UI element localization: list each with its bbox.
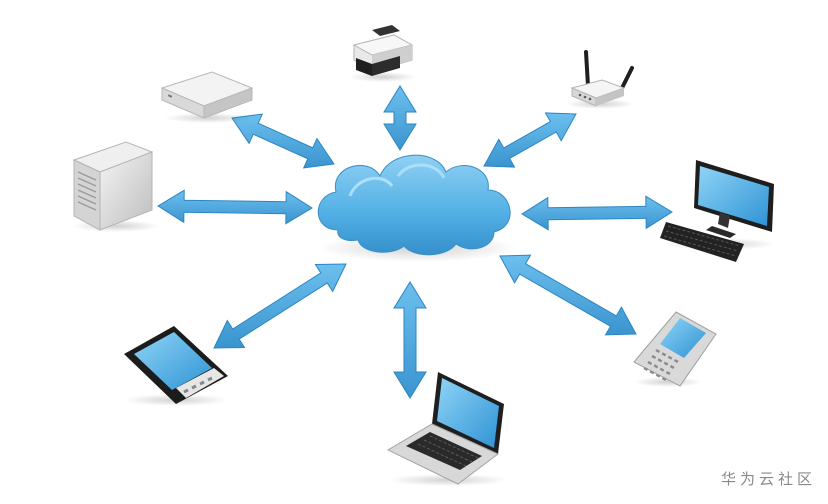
mobile-phone-icon [633,311,717,387]
network-storage-icon [160,71,254,123]
arrow-phone [499,254,637,336]
arrow-laptop [393,281,427,399]
wireless-router-icon [566,50,634,109]
arrow-printer [383,85,417,151]
arrow-storage [231,113,335,169]
tablet-icon [124,326,228,406]
desktop-computer-icon [660,160,776,262]
arrows-layer [157,85,673,399]
arrow-tablet [213,263,347,349]
tower-server-icon [72,141,160,232]
printer-icon [349,25,417,82]
watermark-text: 华为云社区 [721,470,816,488]
laptop-icon [386,372,508,486]
arrow-router [483,112,577,168]
arrow-desktop [521,195,673,231]
arrow-server [157,189,313,225]
cloud-icon [317,154,518,262]
